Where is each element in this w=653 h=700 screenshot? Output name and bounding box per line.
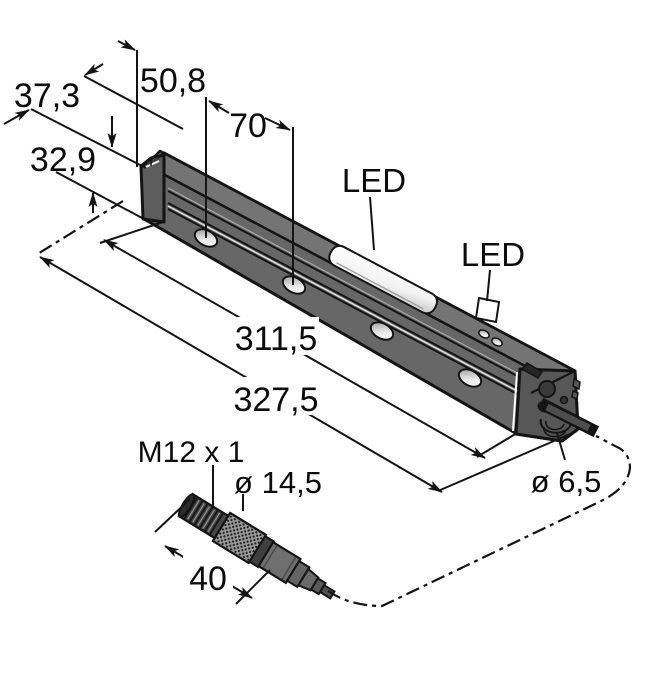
- cable-route-centerline: [327, 435, 632, 608]
- leader-led-top: [369, 196, 375, 251]
- dimension-label-hole-span: 311,5: [235, 320, 318, 358]
- label-mask: [233, 317, 319, 355]
- sensor-cable: [537, 397, 600, 438]
- dimension-label-hole-spacing: 70: [229, 107, 267, 145]
- groove-line-single: [167, 190, 520, 378]
- ext-line-40-left: [154, 498, 191, 533]
- dimension-label-end-offset: 50,8: [140, 62, 206, 100]
- led-indicator-flag: [474, 296, 501, 324]
- cable-clamp: [539, 418, 572, 434]
- dimension-label-profile-height: 32,9: [30, 141, 96, 179]
- dimension-label-connector-diameter: ø 14,5: [234, 465, 322, 500]
- thread-ridges: [183, 497, 224, 535]
- label-mask: [229, 377, 322, 415]
- semicircle-notch: [538, 380, 556, 398]
- dimension-label-housing-length: 327,5: [233, 381, 318, 419]
- led-label-side: LED: [461, 236, 525, 273]
- side-tab: [572, 377, 581, 391]
- label-mask: [183, 555, 233, 595]
- arrow-70-left: [208, 100, 230, 114]
- led-dot: [491, 337, 503, 347]
- ext-line-top-width-a: [83, 75, 184, 130]
- ext-line-40-right: [235, 569, 271, 605]
- ext-line-top-width-b: [30, 108, 147, 169]
- dimension-label-profile-width: 37,3: [14, 77, 80, 115]
- left-end-cap: [139, 152, 166, 224]
- arrow-70-right: [264, 117, 291, 131]
- arrow-50-8: [117, 39, 136, 51]
- dimension-label-cable-diameter: ø 6,5: [531, 464, 602, 499]
- centerline-left: [35, 200, 124, 256]
- arrow-37-3-lower: [3, 109, 30, 125]
- top-notch: [520, 362, 544, 379]
- ext-line-height-bottom: [55, 171, 145, 220]
- ext-line-311-left: [99, 221, 164, 244]
- endcap-hole: [559, 395, 569, 405]
- arrow-37-3-upper: [84, 63, 104, 76]
- led-label-top: LED: [342, 162, 406, 199]
- dim-line-327-5: [39, 256, 443, 493]
- ext-line-327-right: [437, 430, 578, 492]
- dimension-label-connector-thread: M12 x 1: [138, 436, 245, 469]
- connector-cable-stub: [318, 583, 336, 600]
- ext-line-311-right: [476, 432, 518, 458]
- groove-highlight-upper: [167, 187, 520, 375]
- leader-diam-6-5: [556, 432, 566, 461]
- labels: 37,3 50,8 70 32,9 311,5 327,5 LED LED M1…: [14, 62, 601, 598]
- groove-line-double-a: [167, 202, 520, 390]
- groove-highlight-lower: [167, 205, 520, 393]
- side-tab: [571, 389, 579, 401]
- dimension-label-connector-length: 40: [189, 560, 227, 598]
- leader-led-side: [486, 269, 491, 302]
